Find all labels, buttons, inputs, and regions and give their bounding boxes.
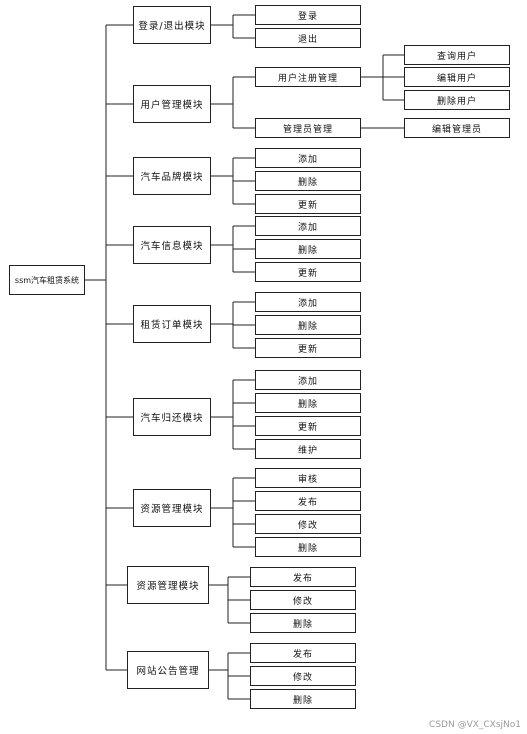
leaf-node: 删除 <box>255 537 361 557</box>
module-node: 汽车信息模块 <box>133 226 211 264</box>
module-node: 汽车品牌模块 <box>133 157 211 195</box>
module-node: 资源管理模块 <box>127 566 209 604</box>
leaf-node: 编辑用户 <box>404 67 510 87</box>
module-node: 网站公告管理 <box>127 651 209 689</box>
leaf-node: 添加 <box>255 216 361 236</box>
leaf-node: 维护 <box>255 439 361 459</box>
leaf-node: 删除 <box>255 171 361 191</box>
leaf-node: 更新 <box>255 262 361 282</box>
leaf-node: 修改 <box>250 590 356 610</box>
module-node: 租赁订单模块 <box>133 305 211 343</box>
leaf-node: 删除 <box>250 613 356 633</box>
sub-module-node: 用户注册管理 <box>255 67 361 87</box>
leaf-node: 更新 <box>255 416 361 436</box>
leaf-node: 登录 <box>255 5 361 25</box>
leaf-node: 编辑管理员 <box>404 118 510 138</box>
leaf-node: 删除 <box>255 315 361 335</box>
leaf-node: 添加 <box>255 148 361 168</box>
leaf-node: 更新 <box>255 194 361 214</box>
leaf-node: 删除用户 <box>404 90 510 110</box>
leaf-node: 修改 <box>255 514 361 534</box>
leaf-node: 添加 <box>255 292 361 312</box>
leaf-node: 删除 <box>255 393 361 413</box>
leaf-node: 发布 <box>250 643 356 663</box>
module-node: 汽车归还模块 <box>133 398 211 436</box>
module-node: 登录/退出模块 <box>133 6 211 44</box>
leaf-node: 审核 <box>255 468 361 488</box>
sub-module-node: 管理员管理 <box>255 118 361 138</box>
leaf-node: 删除 <box>255 239 361 259</box>
leaf-node: 发布 <box>250 567 356 587</box>
leaf-node: 添加 <box>255 370 361 390</box>
watermark: CSDN @VX_CXsjNo1 <box>429 720 521 730</box>
leaf-node: 查询用户 <box>404 45 510 65</box>
module-node: 用户管理模块 <box>133 85 211 123</box>
leaf-node: 修改 <box>250 666 356 686</box>
leaf-node: 删除 <box>250 689 356 709</box>
leaf-node: 退出 <box>255 28 361 48</box>
leaf-node: 发布 <box>255 491 361 511</box>
leaf-node: 更新 <box>255 338 361 358</box>
root-node: ssm汽车租赁系统 <box>9 265 85 295</box>
module-node: 资源管理模块 <box>133 489 211 527</box>
